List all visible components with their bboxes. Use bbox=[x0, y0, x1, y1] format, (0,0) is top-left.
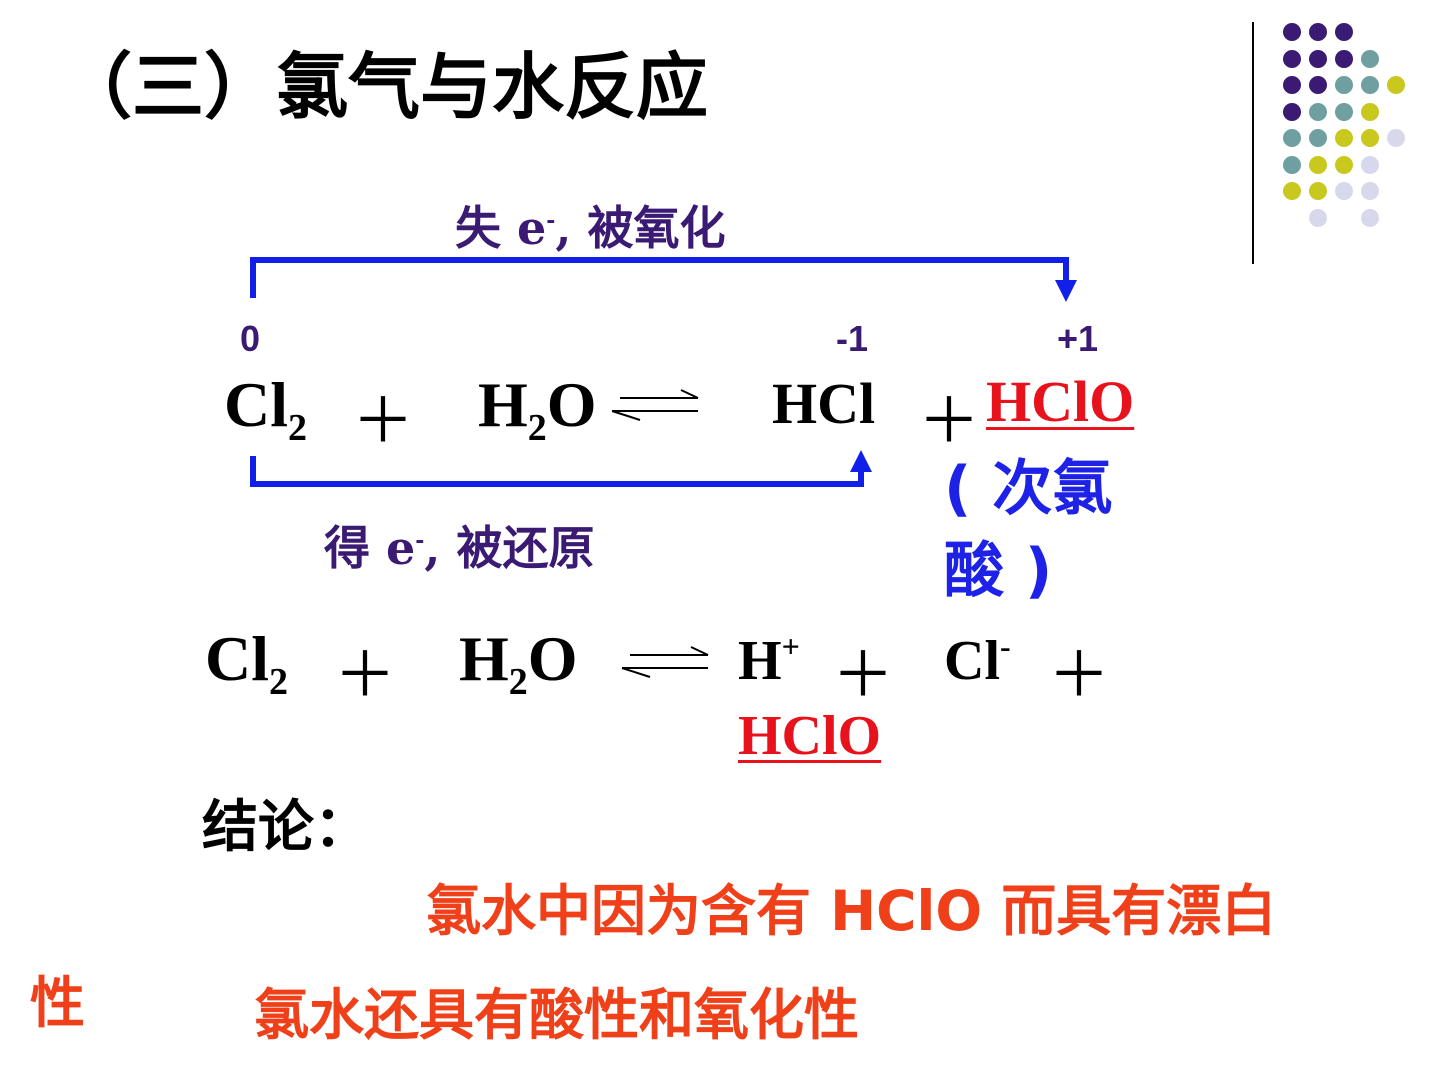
electron-charge: - bbox=[415, 527, 425, 554]
eq2-hplus: H+ bbox=[738, 628, 800, 692]
decorative-dot bbox=[1309, 129, 1327, 147]
decorative-dot bbox=[1387, 129, 1405, 147]
page-title: （三）氯气与水反应 bbox=[60, 45, 709, 129]
decorative-dot bbox=[1283, 155, 1301, 174]
conclusion-line-2: 氯水还具有酸性和氧化性 bbox=[254, 983, 860, 1047]
decorative-dot bbox=[1335, 49, 1353, 68]
oxidation-state-hclo: +1 bbox=[1057, 318, 1099, 359]
decorative-dot bbox=[1361, 49, 1379, 68]
decorative-dot bbox=[1361, 208, 1379, 227]
eq2-plus-2: ＋ bbox=[832, 638, 895, 711]
reduction-text-prefix: 得 e bbox=[324, 521, 416, 575]
hypochlorous-acid-note: ( 次氯酸 ) bbox=[944, 454, 1113, 606]
eq2-h2o: H2O bbox=[459, 623, 578, 703]
decorative-dot bbox=[1361, 155, 1379, 174]
eq1-hclo: HClO bbox=[986, 369, 1135, 434]
decorative-dot bbox=[1283, 23, 1301, 41]
oxidation-text-prefix: 失 e bbox=[455, 201, 547, 255]
reduction-annotation: 得 e-, 被还原 bbox=[324, 512, 594, 578]
oxidation-annotation: 失 e-, 被氧化 bbox=[455, 192, 725, 258]
decorative-dot bbox=[1309, 208, 1327, 227]
decorative-dot bbox=[1283, 129, 1301, 147]
eq1-hcl: HCl bbox=[772, 371, 876, 436]
eq1-h2o: H2O bbox=[478, 369, 597, 449]
eq2-hclo: HClO bbox=[738, 705, 882, 767]
oxidation-state-hcl: -1 bbox=[836, 318, 869, 359]
decorative-dot bbox=[1361, 182, 1379, 200]
electron-charge: - bbox=[546, 207, 556, 234]
reduction-arrow bbox=[250, 456, 864, 487]
decorative-dot bbox=[1361, 129, 1379, 147]
oxidation-state-cl2: 0 bbox=[240, 318, 261, 359]
decorative-dot bbox=[1335, 155, 1353, 174]
decorative-dot bbox=[1309, 49, 1327, 68]
reduction-arrowhead bbox=[850, 450, 872, 472]
oxidation-text-suffix: , 被氧化 bbox=[555, 201, 726, 255]
divider-line bbox=[1252, 22, 1254, 264]
reversible-arrow-2 bbox=[621, 646, 709, 678]
decorative-dot bbox=[1283, 49, 1301, 68]
eq2-cl2: Cl2 bbox=[205, 623, 288, 703]
conclusion-line-1-wrap: 性 bbox=[30, 971, 86, 1035]
conclusion-line-1: 氯水中因为含有 HClO 而具有漂白 bbox=[426, 879, 1277, 943]
conclusion-label: 结论： bbox=[202, 795, 370, 860]
reduction-text-suffix: , 被还原 bbox=[424, 521, 595, 575]
decorative-dot bbox=[1309, 182, 1327, 200]
eq2-plus-1: ＋ bbox=[334, 638, 397, 711]
eq2-clminus: Cl- bbox=[944, 628, 1011, 692]
decorative-dot bbox=[1309, 155, 1327, 174]
eq1-cl2: Cl2 bbox=[224, 369, 307, 449]
eq1-plus-2: ＋ bbox=[918, 384, 981, 457]
decorative-dot bbox=[1335, 129, 1353, 147]
eq1-plus-1: ＋ bbox=[352, 384, 415, 457]
decorative-dot bbox=[1335, 182, 1353, 200]
decorative-dot-grid bbox=[0, 0, 1440, 227]
decorative-dot bbox=[1361, 76, 1379, 94]
oxidation-arrow bbox=[250, 257, 1069, 298]
reversible-arrow-1 bbox=[611, 389, 699, 421]
decorative-dot bbox=[1283, 182, 1301, 200]
eq2-plus-3: ＋ bbox=[1048, 638, 1111, 711]
decorative-dot bbox=[1335, 23, 1353, 41]
oxidation-arrowhead bbox=[1055, 280, 1077, 302]
decorative-dot bbox=[1335, 102, 1353, 121]
decorative-dot bbox=[1309, 23, 1327, 41]
decorative-dot bbox=[1335, 76, 1353, 94]
decorative-dot bbox=[1309, 76, 1327, 94]
decorative-dot bbox=[1361, 102, 1379, 121]
decorative-dot bbox=[1387, 76, 1405, 94]
decorative-dot bbox=[1283, 102, 1301, 121]
decorative-dot bbox=[1309, 102, 1327, 121]
decorative-dot bbox=[1283, 76, 1301, 94]
